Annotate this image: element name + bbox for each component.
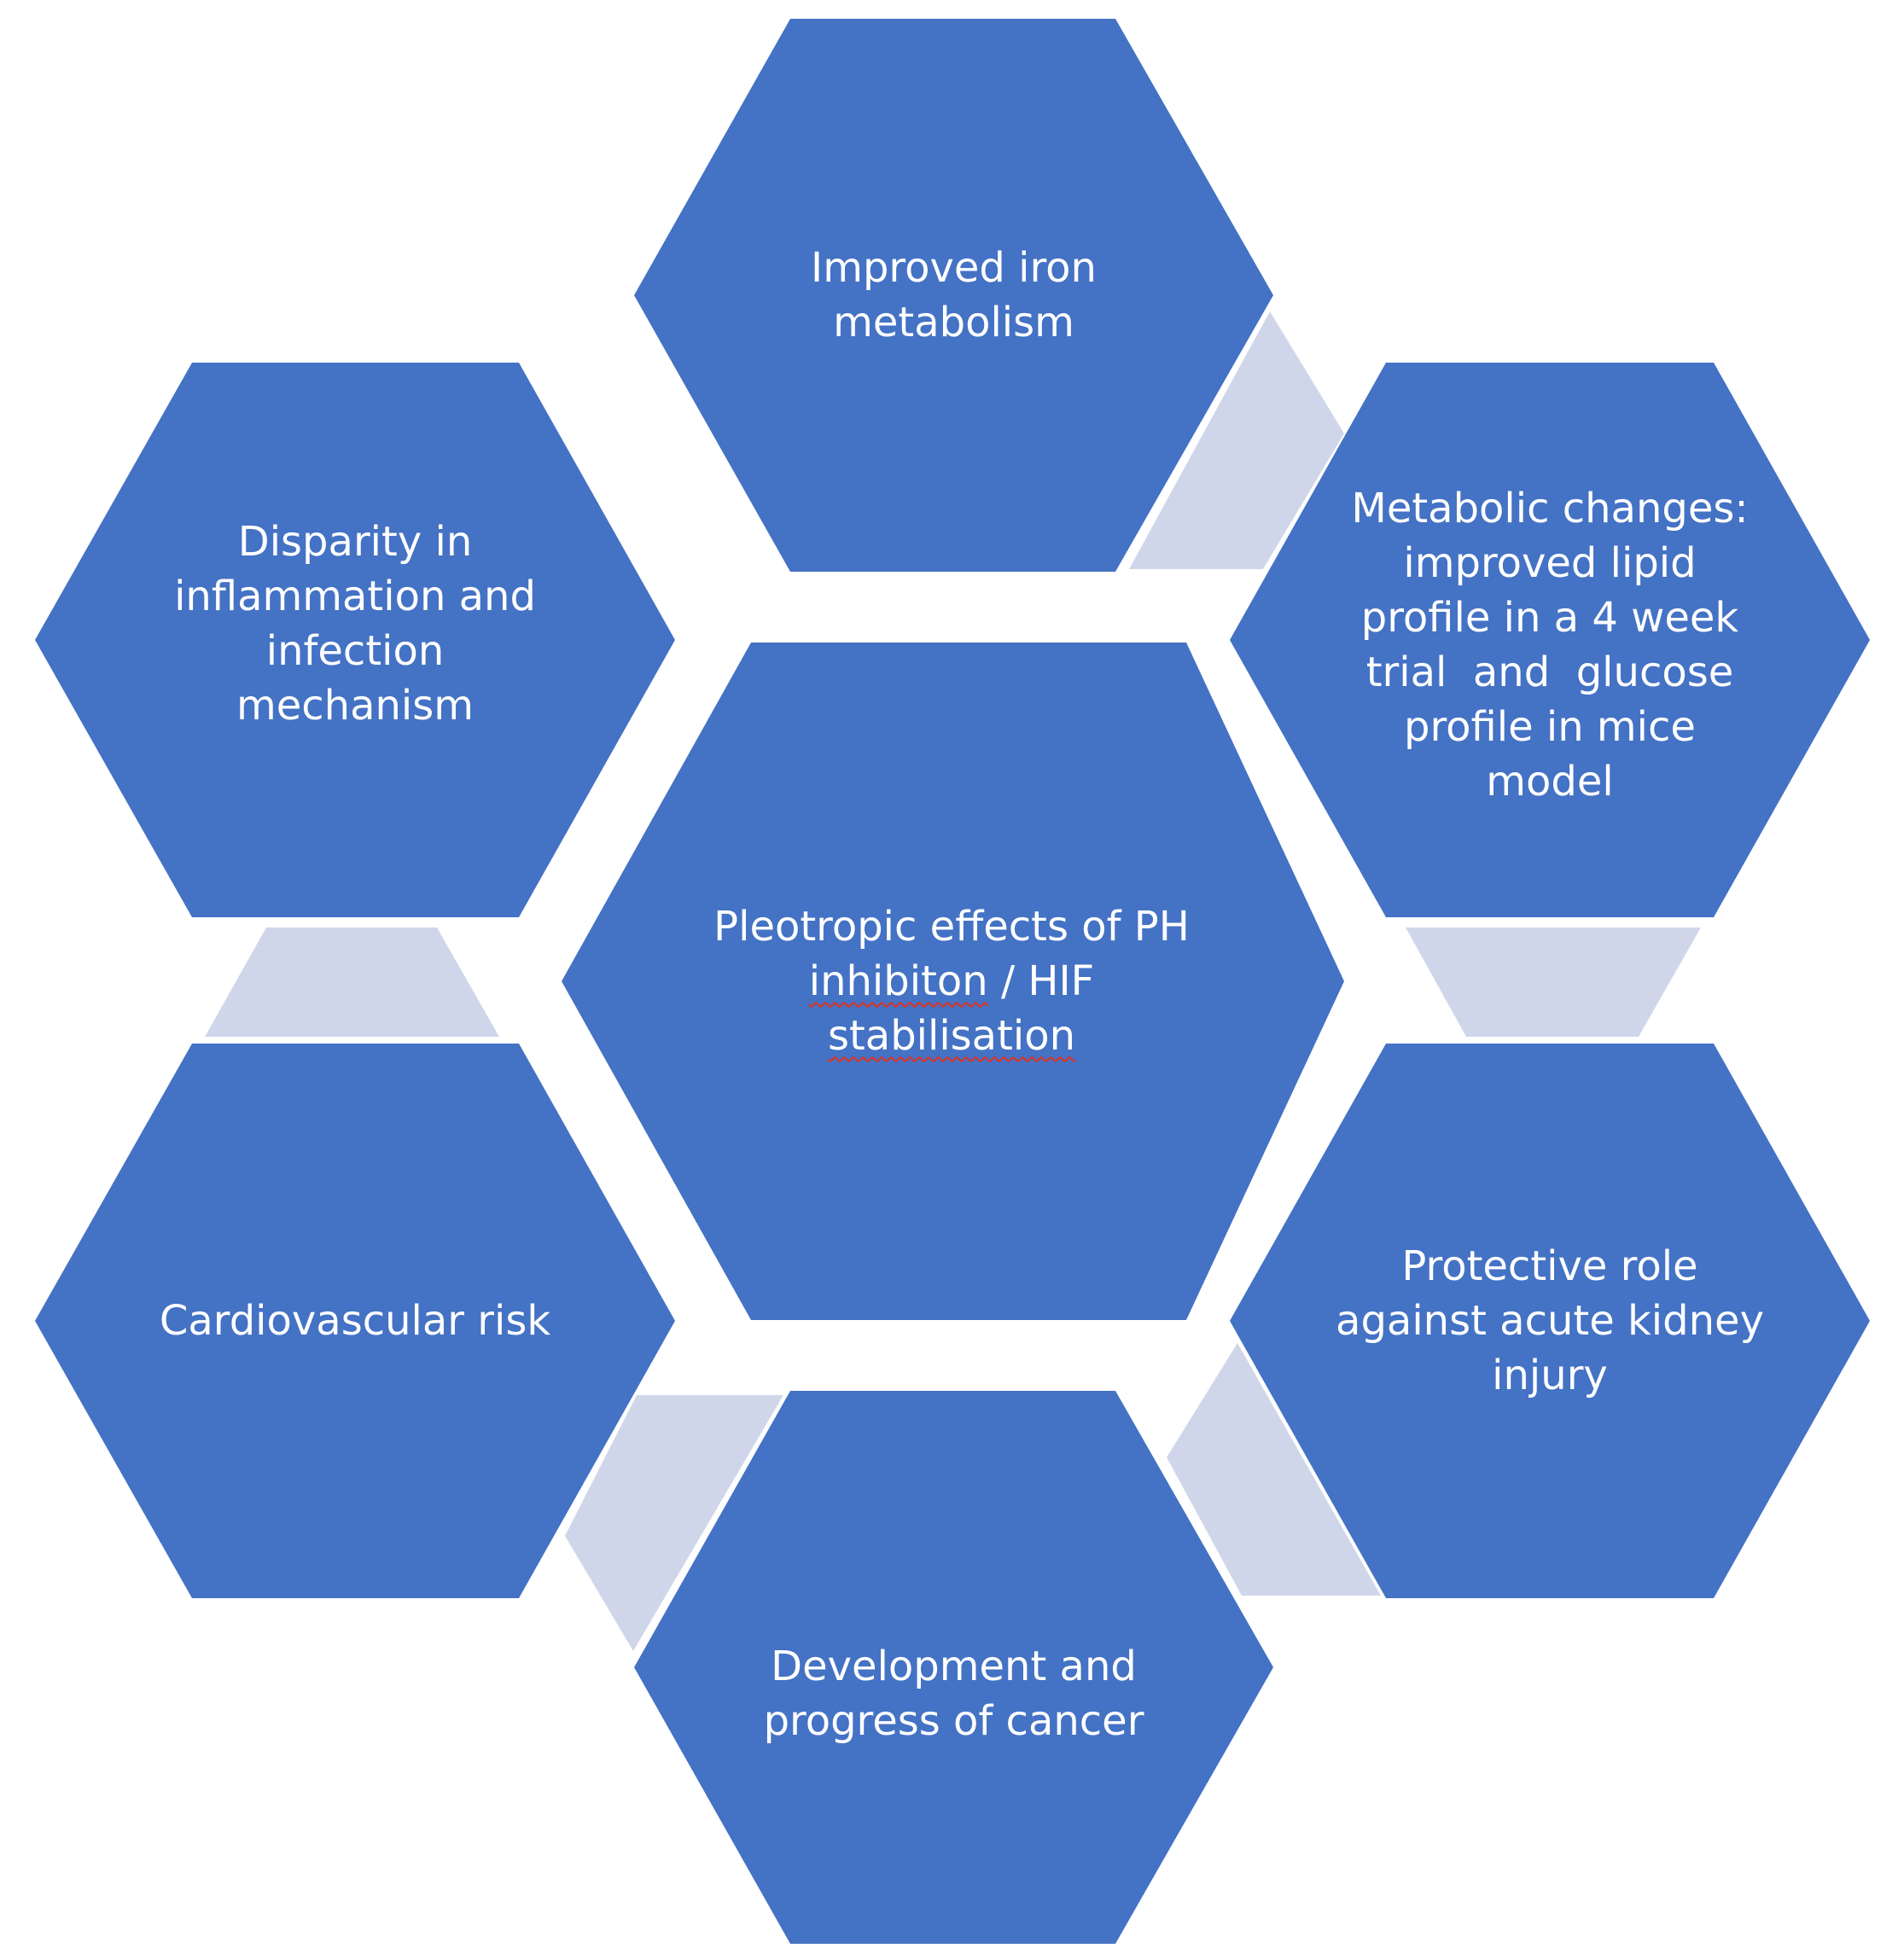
connector-iron-metabolic [1129, 311, 1344, 569]
hexagon-inflammation [35, 363, 675, 917]
cardiovascular-risk-label: Cardiovascular risk [159, 1297, 551, 1345]
center-label-line2-rest: / HIF [987, 957, 1095, 1005]
center-label-misspelled-word: inhibiton [808, 957, 988, 1005]
center-label-line1: Pleotropic effects of PH [713, 903, 1190, 951]
metabolic-changes-label: Metabolic changes: improved lipid profil… [1351, 485, 1749, 805]
inflammation-label: Disparity in inflammation and infection … [174, 518, 536, 730]
center-label-line2: inhibiton / HIF [809, 954, 1094, 1009]
connector-kidney-cancer [1167, 1343, 1381, 1596]
hexagon-iron [634, 19, 1273, 572]
center-hexagon-label: Pleotropic effects of PH inhibiton / HIF… [589, 887, 1314, 1075]
center-label-line3: stabilisation [828, 1009, 1075, 1063]
hexagon-cancer [634, 1391, 1273, 1944]
hexagon-kidney [1230, 1044, 1870, 1598]
hexagon-cardio [35, 1044, 675, 1598]
kidney-injury-label: Protective role against acute kidney inj… [1336, 1242, 1764, 1399]
connector-cardio-inflammation [205, 928, 499, 1037]
hexagon-metabolic [1230, 363, 1870, 917]
connector-metabolic-kidney [1406, 928, 1701, 1037]
iron-metabolism-label: Improved iron metabolism [811, 244, 1097, 346]
hexagon-center [562, 643, 1344, 1320]
cancer-label: Development and progress of cancer [763, 1643, 1144, 1745]
center-label-line3-text: stabilisation [827, 1012, 1076, 1060]
connector-cancer-cardio [565, 1395, 783, 1651]
